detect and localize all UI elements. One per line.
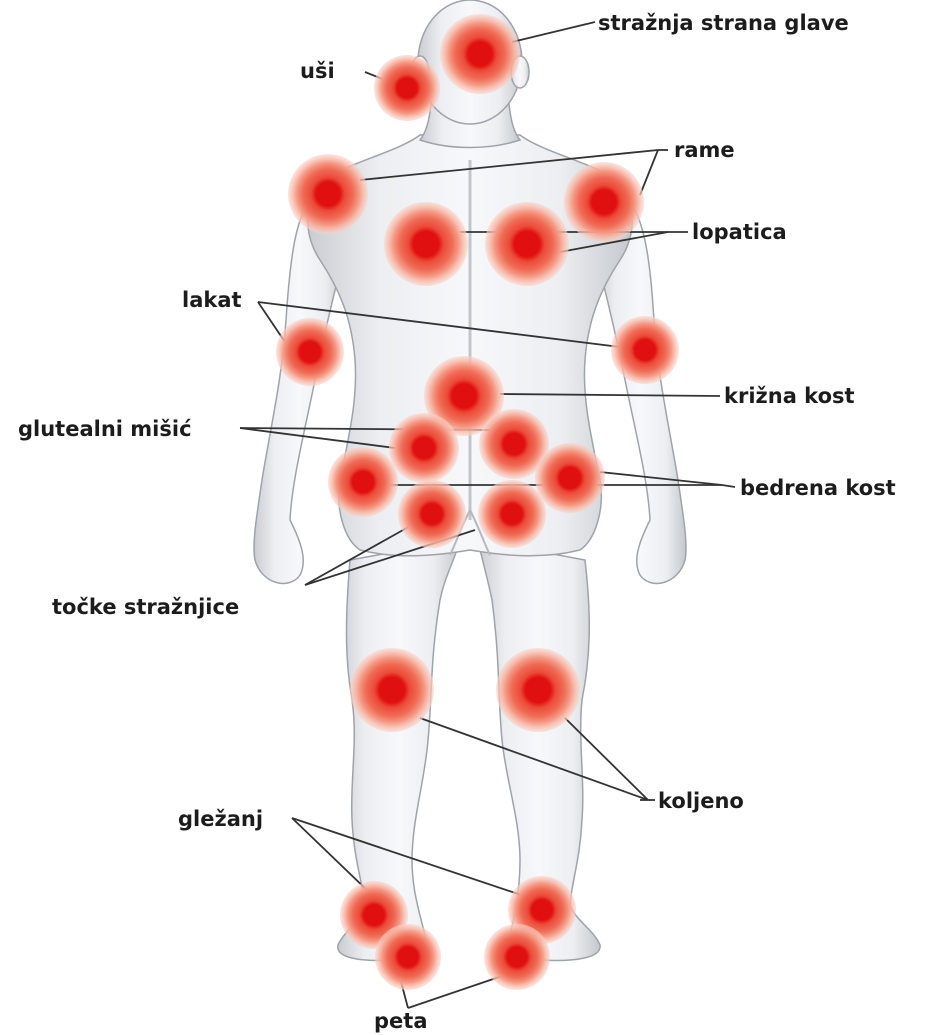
pain-point-buttock-right (478, 480, 546, 548)
pain-point-heel-left (375, 924, 441, 990)
pain-point-knee-left (350, 648, 434, 732)
pain-point-elbow-right (611, 316, 679, 384)
pain-point-gluteal-left (389, 413, 459, 483)
pain-point-shoulder-right (564, 162, 644, 242)
pain-point-knee-right (496, 648, 580, 732)
pain-point-hip-left (328, 447, 398, 517)
label-back-of-head: stražnja strana glave (598, 11, 849, 35)
pain-point-heel-right (484, 924, 550, 990)
label-elbow: lakat (182, 288, 242, 312)
label-ears: uši (300, 59, 335, 83)
label-shoulder-blade: lopatica (692, 220, 787, 244)
label-buttock-points: točke stražnjice (52, 595, 239, 619)
label-knee: koljeno (658, 789, 744, 813)
label-shoulder: rame (674, 138, 735, 162)
pain-point-shoulder-blade-right (485, 202, 569, 286)
label-heel: peta (374, 1009, 427, 1033)
pain-point-back-of-head (440, 14, 520, 94)
pain-point-ear (374, 55, 440, 121)
leader-back-of-head (512, 22, 595, 42)
leader-femur-bar (722, 485, 735, 487)
label-sacrum: križna kost (724, 384, 855, 408)
human-figure-back (254, 0, 686, 960)
pain-point-shoulder-left (288, 154, 368, 234)
leader-shoulder-b (640, 150, 658, 195)
label-ankle: gležanj (178, 807, 263, 831)
pain-point-elbow-left (276, 318, 344, 386)
label-gluteal-muscle: glutealni mišić (18, 417, 192, 441)
pain-point-shoulder-blade-left (384, 202, 468, 286)
label-femur: bedrena kost (740, 476, 896, 500)
pain-point-hip-right (535, 443, 605, 513)
pain-point-buttock-left (398, 480, 466, 548)
